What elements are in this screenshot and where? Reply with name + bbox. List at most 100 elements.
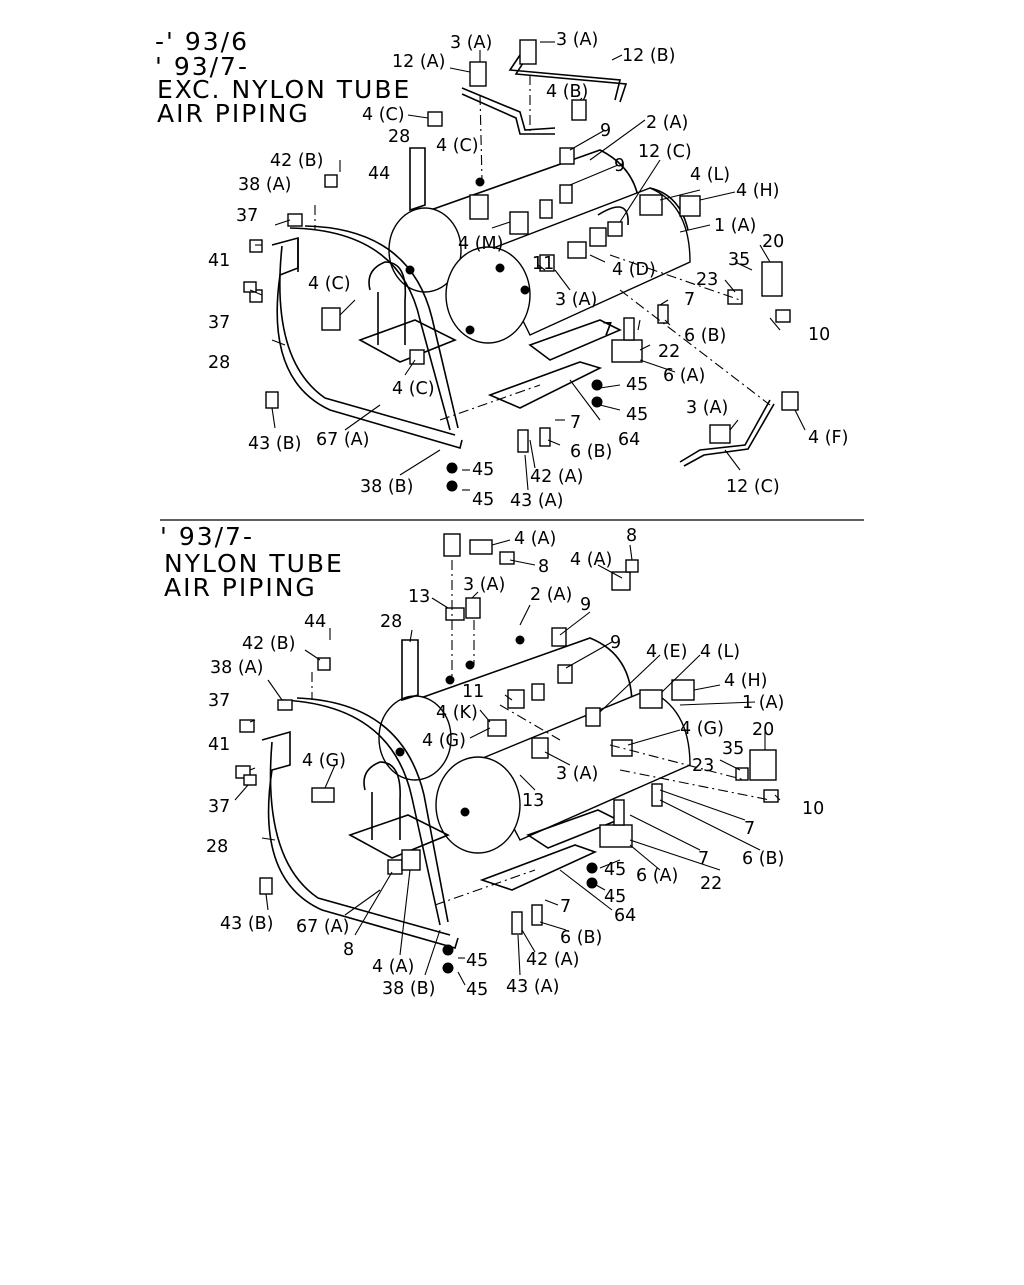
bottom-label-7-3: 7	[560, 897, 571, 917]
bottom-label-4a-3: 4 (A)	[372, 957, 414, 977]
top-label-12c-1: 12 (C)	[638, 142, 692, 162]
top-front-air-tank	[445, 187, 691, 344]
top-section: -' 93/6 ' 93/7- EXC. NYLON TUBE AIR PIPI…	[155, 27, 848, 511]
top-label-45-3: 45	[472, 460, 494, 480]
bottom-label-8-2: 8	[538, 557, 549, 577]
top-label-4c-3: 4 (C)	[308, 274, 351, 294]
top-label-45-4: 45	[472, 490, 494, 510]
bottom-label-45-4: 45	[466, 980, 488, 1000]
top-label-6b-2: 6 (B)	[570, 442, 612, 462]
bottom-label-20: 20	[752, 720, 774, 740]
top-label-6b-1: 6 (B)	[684, 326, 726, 346]
top-label-9-2: 9	[614, 156, 625, 176]
bottom-label-10: 10	[802, 799, 824, 819]
bottom-label-28-1: 28	[380, 612, 402, 632]
top-label-12c-2: 12 (C)	[726, 477, 780, 497]
top-label-3a-2: 3 (A)	[556, 30, 598, 50]
top-label-37-1: 37	[236, 206, 258, 226]
top-label-3a-3: 3 (A)	[555, 290, 597, 310]
top-label-45-1: 45	[626, 375, 648, 395]
bottom-label-45-2: 45	[604, 887, 626, 907]
bottom-label-42b: 42 (B)	[242, 634, 296, 654]
top-label-4b: 4 (B)	[546, 82, 588, 102]
bottom-label-13-2: 13	[522, 791, 544, 811]
bottom-label-4a-2: 4 (A)	[570, 550, 612, 570]
bottom-label-44: 44	[304, 612, 326, 632]
top-heading-line-1: -' 93/6	[155, 27, 249, 56]
top-label-38b: 38 (B)	[360, 477, 414, 497]
top-label-28-2: 28	[208, 353, 230, 373]
top-label-4c-1: 4 (C)	[362, 105, 405, 125]
top-label-3a-4: 3 (A)	[686, 398, 728, 418]
bottom-label-6b-1: 6 (B)	[742, 849, 784, 869]
bottom-label-11: 11	[462, 682, 484, 702]
bottom-mounting-bracket	[261, 639, 620, 949]
bottom-label-6b-2: 6 (B)	[560, 928, 602, 948]
top-label-4c-4: 4 (C)	[392, 379, 435, 399]
top-heading-line-3: EXC. NYLON TUBE	[157, 75, 411, 104]
top-label-22: 22	[658, 342, 680, 362]
bottom-label-37-1: 37	[208, 691, 230, 711]
top-heading-line-4: AIR PIPING	[157, 99, 310, 128]
top-label-12a: 12 (A)	[392, 52, 445, 72]
bottom-label-23: 23	[692, 756, 714, 776]
top-label-20: 20	[762, 232, 784, 252]
bottom-label-4a-1: 4 (A)	[514, 529, 556, 549]
bottom-label-35: 35	[722, 739, 744, 759]
top-label-6a: 6 (A)	[663, 366, 705, 386]
top-label-67a: 67 (A)	[316, 430, 369, 450]
bottom-label-2a: 2 (A)	[530, 585, 572, 605]
top-label-1a: 1 (A)	[714, 216, 756, 236]
top-label-7-3: 7	[570, 413, 581, 433]
top-label-28-1: 28	[388, 127, 410, 147]
bottom-label-3a-2: 3 (A)	[556, 764, 598, 784]
bottom-label-38a: 38 (A)	[210, 658, 263, 678]
bottom-label-43a: 43 (A)	[506, 977, 559, 997]
bottom-label-64: 64	[614, 906, 636, 926]
bottom-label-67a: 67 (A)	[296, 917, 349, 937]
top-label-12b: 12 (B)	[622, 46, 676, 66]
top-label-42a: 42 (A)	[530, 467, 583, 487]
top-label-11: 11	[532, 254, 554, 274]
bottom-label-6a: 6 (A)	[636, 866, 678, 886]
top-label-4d: 4 (D)	[612, 260, 656, 280]
top-label-37-2: 37	[208, 313, 230, 333]
bottom-section: ' 93/7- NYLON TUBE AIR PIPING	[160, 522, 824, 1000]
bottom-label-4k: 4 (K)	[436, 703, 478, 723]
top-label-3a-1: 3 (A)	[450, 33, 492, 53]
bottom-label-38b: 38 (B)	[382, 979, 436, 999]
top-label-10: 10	[808, 325, 830, 345]
top-label-42b: 42 (B)	[270, 151, 324, 171]
top-label-4f: 4 (F)	[808, 428, 848, 448]
top-label-4c-2: 4 (C)	[436, 136, 479, 156]
bottom-label-45-3: 45	[466, 951, 488, 971]
top-label-4l: 4 (L)	[690, 165, 730, 185]
top-label-45-2: 45	[626, 405, 648, 425]
bottom-heading-line-2: NYLON TUBE	[164, 549, 344, 578]
bottom-label-3a-1: 3 (A)	[463, 575, 505, 595]
bottom-label-9-1: 9	[580, 595, 591, 615]
bottom-label-42a: 42 (A)	[526, 950, 579, 970]
top-mounting-bracket	[271, 147, 622, 450]
bottom-label-4g-3: 4 (G)	[302, 751, 346, 771]
bottom-leader-lines	[234, 539, 781, 986]
bottom-label-41: 41	[208, 735, 230, 755]
bottom-label-4g-1: 4 (G)	[422, 731, 466, 751]
top-label-7-2: 7	[602, 320, 613, 340]
top-label-4h: 4 (H)	[736, 181, 780, 201]
top-label-23: 23	[696, 270, 718, 290]
bottom-label-8-1: 8	[626, 526, 637, 546]
top-label-35: 35	[728, 250, 750, 270]
top-label-43a: 43 (A)	[510, 491, 563, 511]
top-leader-lines	[249, 41, 806, 491]
top-label-38a: 38 (A)	[238, 175, 291, 195]
bottom-label-13-1: 13	[408, 587, 430, 607]
bottom-label-8-3: 8	[343, 940, 354, 960]
bottom-label-28-2: 28	[206, 837, 228, 857]
top-label-9-1: 9	[600, 121, 611, 141]
bottom-label-7-2: 7	[698, 849, 709, 869]
bottom-label-22: 22	[700, 874, 722, 894]
bottom-label-9-2: 9	[610, 633, 621, 653]
